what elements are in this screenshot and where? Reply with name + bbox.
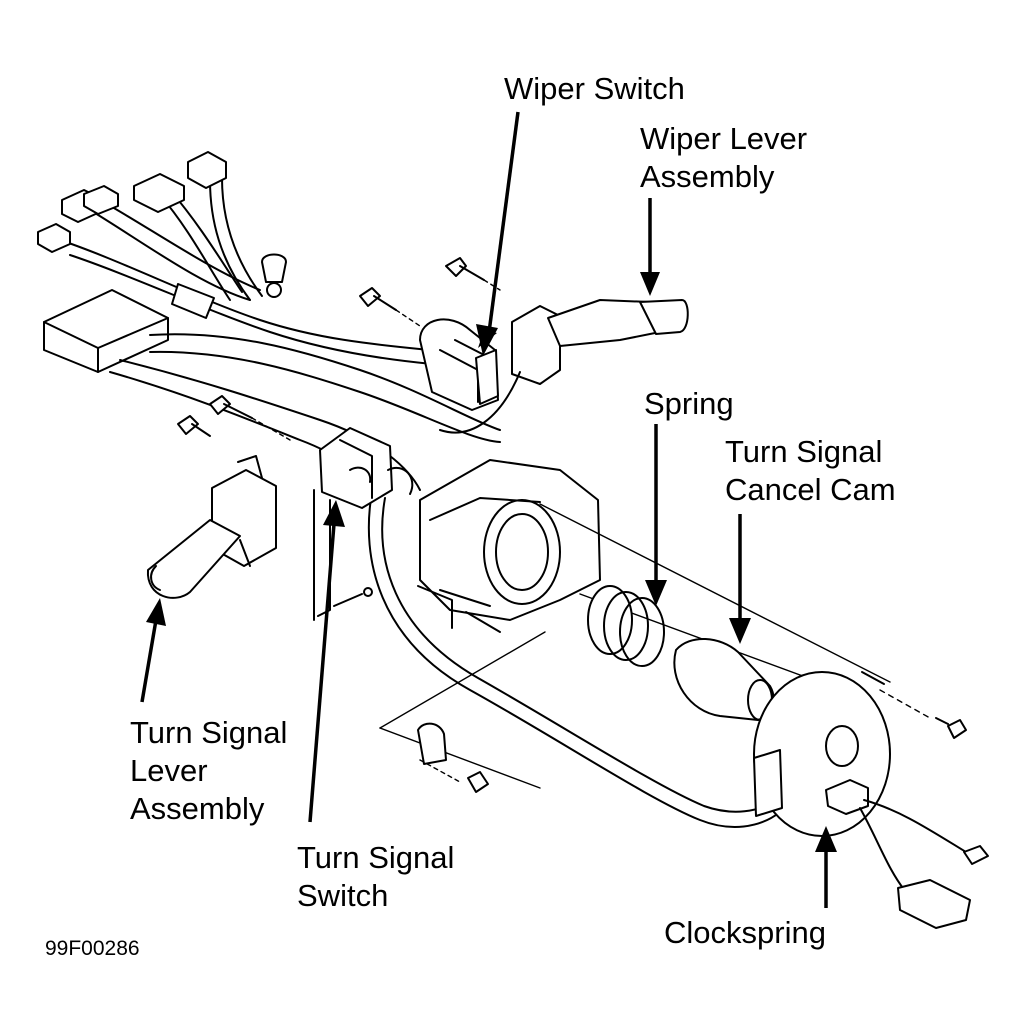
leader-arrows — [140, 111, 837, 908]
figure-code: 99F00286 — [45, 937, 140, 960]
label-turn-signal-switch: Turn Signal Switch — [297, 840, 455, 913]
label-clockspring: Clockspring — [664, 915, 826, 950]
turn-signal-lever-part — [146, 455, 277, 599]
screws-upper — [177, 257, 501, 441]
wiper-lever-part — [439, 299, 689, 434]
label-wiper-lever-assembly: Wiper Lever Assembly — [640, 121, 808, 194]
label-wiper-switch: Wiper Switch — [504, 71, 685, 106]
spring-part — [587, 585, 665, 667]
wiring-harness — [37, 151, 781, 828]
label-turn-signal-cancel-cam: Turn Signal Cancel Cam — [725, 434, 896, 507]
turn-signal-switch-part — [313, 427, 414, 621]
switch-housing — [333, 459, 601, 633]
lower-bracket — [417, 722, 489, 793]
cancel-cam-part — [673, 637, 775, 721]
label-spring: Spring — [644, 386, 734, 421]
clockspring-part — [753, 671, 989, 929]
wiper-switch-part — [419, 318, 499, 411]
label-turn-signal-lever-assembly: Turn Signal Lever Assembly — [130, 715, 288, 826]
